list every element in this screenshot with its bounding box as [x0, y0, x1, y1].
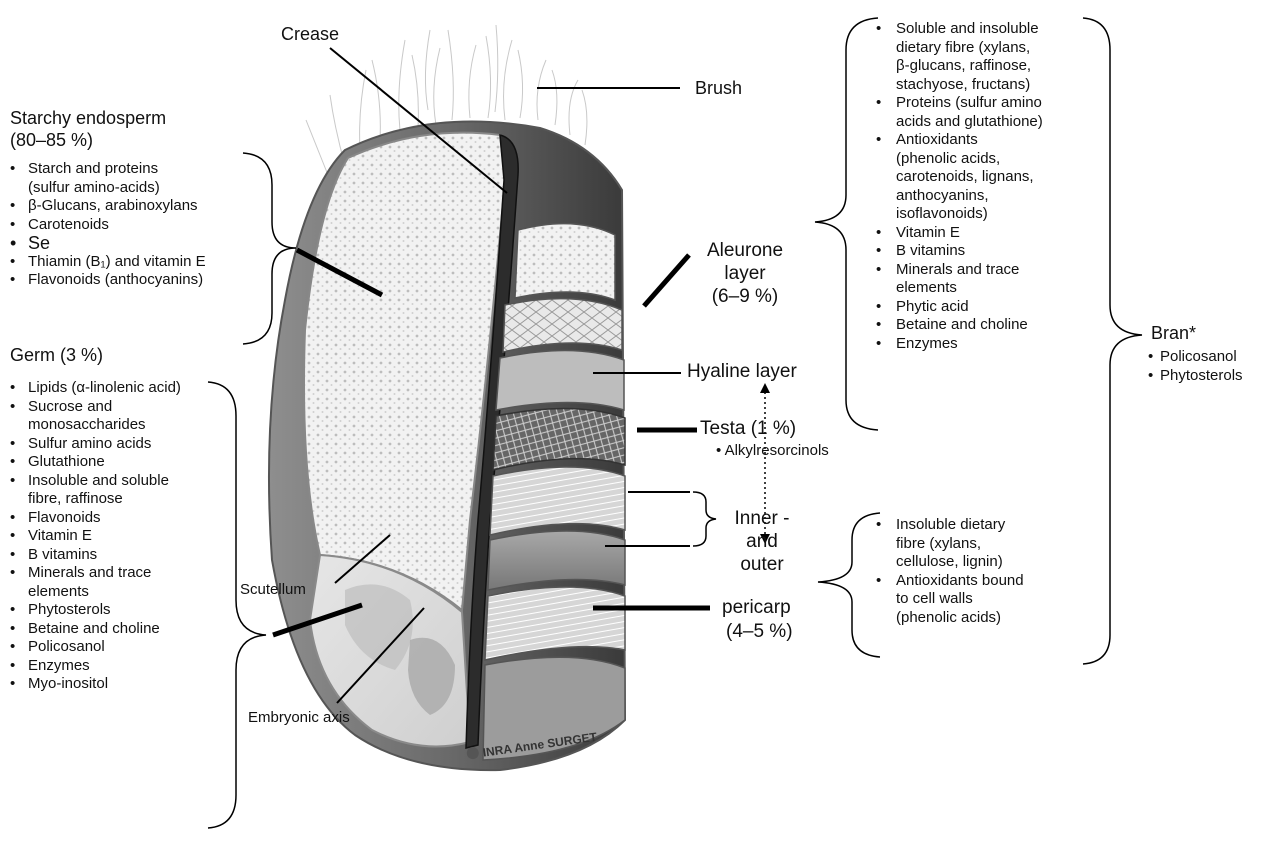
bran-brace: [1083, 18, 1142, 664]
aleurone-leader: [644, 255, 689, 306]
scutellum-label: Scutellum: [240, 581, 306, 599]
list-item: B vitamins: [8, 546, 181, 565]
list-item: elements: [868, 279, 1043, 298]
list-item: (sulfur amino-acids): [8, 179, 206, 198]
list-item: Vitamin E: [868, 224, 1043, 243]
hyaline-layer-label: Hyaline layer: [687, 361, 797, 384]
list-item: Enzymes: [868, 335, 1043, 354]
list-item: Insoluble dietary: [868, 516, 1024, 535]
list-item: β-Glucans, arabinoxylans: [8, 197, 206, 216]
list-item: dietary fibre (xylans,: [868, 39, 1043, 58]
list-item: monosaccharides: [8, 416, 181, 435]
pericarp-label-line3: outer: [722, 554, 802, 577]
list-item: Vitamin E: [8, 527, 181, 546]
germ-title: Germ (3 %): [10, 345, 103, 367]
list-item: Phytosterols: [8, 601, 181, 620]
list-item: (phenolic acids,: [868, 150, 1043, 169]
list-item: Minerals and trace: [8, 564, 181, 583]
list-item: stachyose, fructans): [868, 76, 1043, 95]
list-item: Phytic acid: [868, 298, 1043, 317]
list-item: β-glucans, raffinose,: [868, 57, 1043, 76]
bran-title: Bran*: [1151, 323, 1196, 345]
starchy-endosperm-title: Starchy endosperm: [10, 108, 166, 130]
list-item: Antioxidants bound: [868, 572, 1024, 591]
list-item: Se: [8, 234, 206, 253]
list-item: Myo-inositol: [8, 675, 181, 694]
list-item: Betaine and choline: [8, 620, 181, 639]
pericarp-nutrient-list: Insoluble dietary fibre (xylans, cellulo…: [868, 516, 1024, 627]
brush-label: Brush: [695, 78, 742, 100]
list-item: Soluble and insoluble: [868, 20, 1043, 39]
list-item: Enzymes: [8, 657, 181, 676]
list-item: Starch and proteins: [8, 160, 206, 179]
pericarp-label-line2: and: [722, 531, 802, 554]
list-item: elements: [8, 583, 181, 602]
testa-label: Testa (1 %): [700, 418, 796, 441]
pericarp-word: pericarp: [722, 597, 791, 620]
inner-pericarp-slab: [490, 467, 625, 535]
list-item: Flavonoids (anthocyanins): [8, 271, 206, 290]
list-item: B vitamins: [868, 242, 1043, 261]
list-item: isoflavonoids): [868, 205, 1043, 224]
bran-list: Policosanol Phytosterols: [1146, 347, 1243, 385]
embryonic-axis-label: Embryonic axis: [248, 709, 350, 727]
hyaline-layer-slab: [496, 350, 624, 410]
germ-brace: [208, 382, 266, 828]
pericarp-label-line1: Inner -: [722, 508, 802, 531]
list-item: Thiamin (B₁) and vitamin E: [8, 253, 206, 272]
list-item: cellulose, lignin): [868, 553, 1024, 572]
list-item: Policosanol: [1146, 347, 1243, 366]
list-item: to cell walls: [868, 590, 1024, 609]
list-item: Phytosterols: [1146, 366, 1243, 385]
aleurone-layer-label: Aleurone layer (6–9 %): [690, 240, 800, 308]
pericarp-percent: (4–5 %): [726, 621, 793, 644]
list-item: Antioxidants: [868, 131, 1043, 150]
list-item: Sucrose and: [8, 398, 181, 417]
list-item: Glutathione: [8, 453, 181, 472]
list-item: Policosanol: [8, 638, 181, 657]
aleurone-label-line1: Aleurone: [690, 240, 800, 263]
list-item: Minerals and trace: [868, 261, 1043, 280]
list-item: Sulfur amino acids: [8, 435, 181, 454]
list-item: carotenoids, lignans,: [868, 168, 1043, 187]
starchy-endosperm-list: Starch and proteins (sulfur amino-acids)…: [8, 160, 206, 290]
testa-alkylresorcinols: • Alkylresorcinols: [716, 442, 829, 460]
list-item: acids and glutathione): [868, 113, 1043, 132]
starchy-endosperm-percent: (80–85 %): [10, 130, 93, 152]
list-item: Insoluble and soluble: [8, 472, 181, 491]
list-item: fibre (xylans,: [868, 535, 1024, 554]
list-item: anthocyanins,: [868, 187, 1043, 206]
pericarp-label: Inner - and outer: [722, 508, 802, 576]
list-item: (phenolic acids): [868, 609, 1024, 628]
list-item: Lipids (α-linolenic acid): [8, 379, 181, 398]
aleurone-layer-slab: [515, 224, 615, 300]
inner-pericarp-brace: [693, 492, 716, 546]
list-item: Betaine and choline: [868, 316, 1043, 335]
aleurone-nutrient-list: Soluble and insoluble dietary fibre (xyl…: [868, 20, 1043, 353]
crease-label: Crease: [281, 24, 339, 46]
list-item: Flavonoids: [8, 509, 181, 528]
list-item: Carotenoids: [8, 216, 206, 235]
germ-list: Lipids (α-linolenic acid) Sucrose and mo…: [8, 379, 181, 694]
list-item: fibre, raffinose: [8, 490, 181, 509]
aleurone-label-percent: (6–9 %): [690, 286, 800, 309]
list-item: Proteins (sulfur amino: [868, 94, 1043, 113]
aleurone-label-line2: layer: [690, 263, 800, 286]
